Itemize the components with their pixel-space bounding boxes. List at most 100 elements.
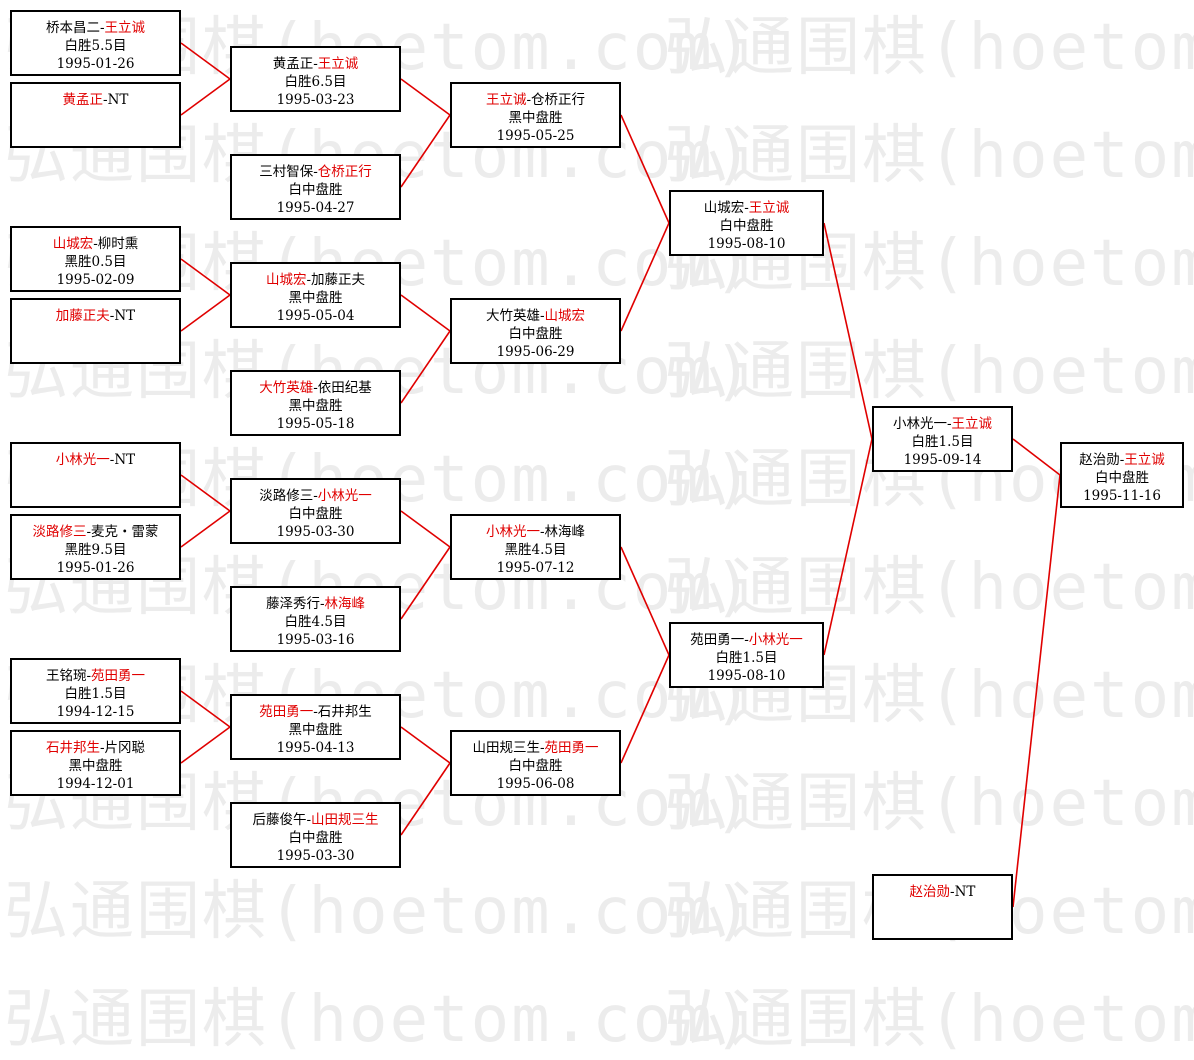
match-date: 1995-11-16 [1083, 488, 1161, 504]
name-separator: - [313, 164, 318, 180]
name-separator: - [950, 884, 955, 900]
winner-name: 王立诚 [317, 56, 359, 72]
winner-name: 山城宏 [544, 308, 586, 324]
match-players: 苑田勇一-石井邦生 [232, 703, 399, 721]
bracket-line-r1e-r2e [180, 474, 231, 512]
match-result: 黑中盘胜 [68, 758, 123, 774]
bracket-line-r1b-r2a [180, 78, 231, 116]
match-box-r1e: 小林光一-NT [10, 442, 181, 508]
player-name: 三村智保 [259, 164, 314, 180]
name-separator: - [86, 668, 92, 684]
match-players: 黄孟正-NT [12, 91, 179, 109]
player-name: 黄孟正 [272, 56, 314, 72]
match-date: 1995-04-13 [276, 740, 355, 756]
match-date: 1995-08-10 [707, 236, 786, 252]
match-result: 黑胜9.5目 [64, 542, 127, 558]
match-players: 赵治勋-王立诚 [1062, 451, 1182, 469]
match-result: 白中盘胜 [508, 758, 563, 774]
match-date: 1995-06-29 [496, 344, 575, 360]
match-date: 1995-06-08 [496, 776, 575, 792]
match-players: 桥本昌二-王立诚 [12, 19, 179, 37]
name-separator: - [103, 92, 108, 108]
player-name: 苑田勇一 [690, 632, 745, 648]
winner-name: 苑田勇一 [544, 740, 599, 756]
match-result: 白中盘胜 [288, 830, 343, 846]
bracket-line-r3b-r4a [620, 222, 670, 332]
winner-name: 王立诚 [1124, 452, 1165, 468]
match-players: 大竹英雄-山城宏 [452, 307, 619, 325]
match-box-r1d: 加藤正夫-NT [10, 298, 181, 364]
player-name: NT [107, 92, 129, 108]
name-separator: - [306, 272, 312, 288]
match-date: 1995-03-23 [276, 92, 355, 108]
player-name: 山田规三生 [472, 740, 540, 756]
player-name: 依田纪基 [317, 380, 372, 396]
winner-name: 小林光一 [485, 524, 540, 540]
player-name: 加藤正夫 [311, 272, 366, 288]
winner-name: 王立诚 [951, 416, 993, 432]
name-separator: - [1119, 452, 1125, 468]
bracket-line-r2f-r3c [400, 546, 451, 620]
match-players: 小林光一-NT [12, 451, 179, 469]
name-separator: - [109, 452, 115, 468]
match-date: 1995-05-18 [276, 416, 355, 432]
name-separator: - [109, 308, 115, 324]
match-players: 黄孟正-王立诚 [232, 55, 399, 73]
winner-name: 小林光一 [748, 632, 803, 648]
name-separator: - [313, 380, 318, 396]
bracket-line-r3d-r4b [620, 654, 670, 764]
name-separator: - [744, 200, 749, 216]
name-separator: - [539, 740, 545, 756]
player-name: 柳时熏 [97, 236, 139, 252]
match-result: 白胜4.5目 [284, 614, 347, 630]
bracket-line-r2b-r3a [400, 114, 451, 188]
name-separator: - [526, 92, 532, 108]
winner-name: 苑田勇一 [259, 704, 314, 720]
match-players: 山田规三生-苑田勇一 [452, 739, 619, 757]
watermark-text: 弘通围棋(hoetom.com) [4, 983, 755, 1057]
player-name: 赵治勋 [1079, 452, 1120, 468]
name-separator: - [946, 416, 952, 432]
match-players: 王立诚-仓桥正行 [452, 91, 619, 109]
match-players: 淡路修三-小林光一 [232, 487, 399, 505]
winner-name: 山城宏 [265, 272, 307, 288]
match-players: 小林光一-林海峰 [452, 523, 619, 541]
match-players: 山城宏-加藤正夫 [232, 271, 399, 289]
match-players: 加藤正夫-NT [12, 307, 179, 325]
player-name: 王铭琬 [45, 668, 87, 684]
player-name: NT [114, 452, 136, 468]
match-players: 苑田勇一-小林光一 [671, 631, 822, 649]
match-date: 1995-02-09 [56, 272, 135, 288]
winner-name: 小林光一 [55, 452, 110, 468]
bracket-line-r2g-r3d [400, 726, 451, 764]
name-separator: - [99, 20, 105, 36]
match-result: 白中盘胜 [288, 182, 343, 198]
winner-name: 淡路修三 [32, 524, 87, 540]
player-name: NT [954, 884, 976, 900]
match-date: 1995-05-25 [496, 128, 575, 144]
match-box-r3a: 王立诚-仓桥正行黑中盘胜 1995-05-25 [450, 82, 621, 148]
match-result: 白中盘胜 [288, 506, 343, 522]
winner-name: 黄孟正 [62, 92, 104, 108]
match-players: 小林光一-王立诚 [874, 415, 1011, 433]
player-name: 片冈聪 [104, 740, 146, 756]
match-result: 白胜5.5目 [64, 38, 127, 54]
match-date: 1995-08-10 [707, 668, 786, 684]
match-result: 黑中盘胜 [288, 290, 343, 306]
winner-name: 小林光一 [317, 488, 372, 504]
match-players: 王铭琬-苑田勇一 [12, 667, 179, 685]
match-result: 黑中盘胜 [508, 110, 563, 126]
player-name: 仓桥正行 [531, 92, 586, 108]
match-players: 山城宏-柳时熏 [12, 235, 179, 253]
